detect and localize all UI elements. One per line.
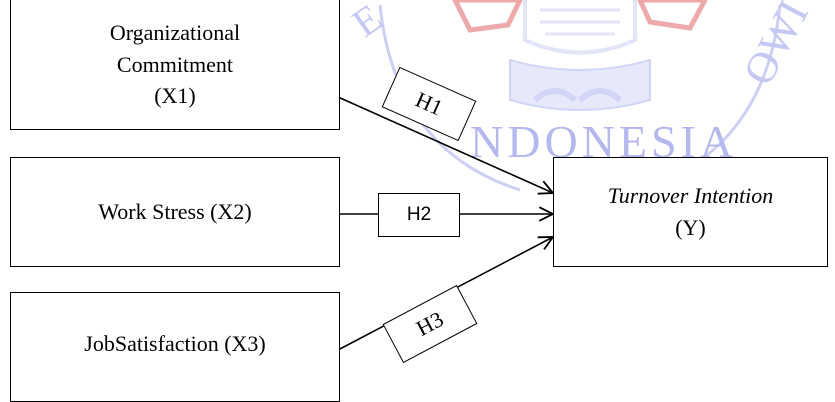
watermark-seal-arch: [532, 88, 623, 103]
dependent-variable-name: Turnover Intention: [607, 183, 774, 209]
hypothesis-label-h2: H2: [406, 204, 432, 225]
dependent-variable-box: Turnover Intention (Y): [553, 157, 828, 267]
variable-box-x3: JobSatisfaction (X3): [10, 292, 340, 402]
arrow-h1: [337, 96, 553, 193]
dependent-variable-code: (Y): [675, 215, 706, 240]
hypothesis-label-h1: H1: [411, 86, 447, 121]
variable-x1-line-1: Organizational: [109, 19, 241, 45]
variable-label-x3: JobSatisfaction (X3): [84, 331, 266, 357]
variable-x1-line-2: Commitment: [116, 51, 234, 77]
variable-x1-line-3: (X1): [154, 83, 196, 109]
dependent-variable-label: Turnover Intention (Y): [608, 180, 774, 244]
variable-label-x2: Work Stress (X2): [98, 199, 252, 225]
watermark-seal-lines: [540, 8, 620, 36]
watermark-fragment-right: OWI: [734, 0, 819, 93]
variable-label-x1: Organizational Commitment (X1): [110, 17, 240, 113]
watermark-fragment-left: E: [344, 0, 390, 46]
variable-box-x1: Organizational Commitment (X1): [10, 0, 340, 130]
watermark-ribbon-right: [637, 0, 708, 31]
watermark-seal-body: [523, 0, 637, 55]
variable-box-x2: Work Stress (X2): [10, 157, 340, 267]
hypothesis-box-h2: H2: [378, 193, 460, 237]
watermark-seal-base: [509, 58, 651, 111]
hypothesis-label-h3: H3: [412, 306, 448, 341]
watermark-ribbon: [452, 0, 523, 33]
